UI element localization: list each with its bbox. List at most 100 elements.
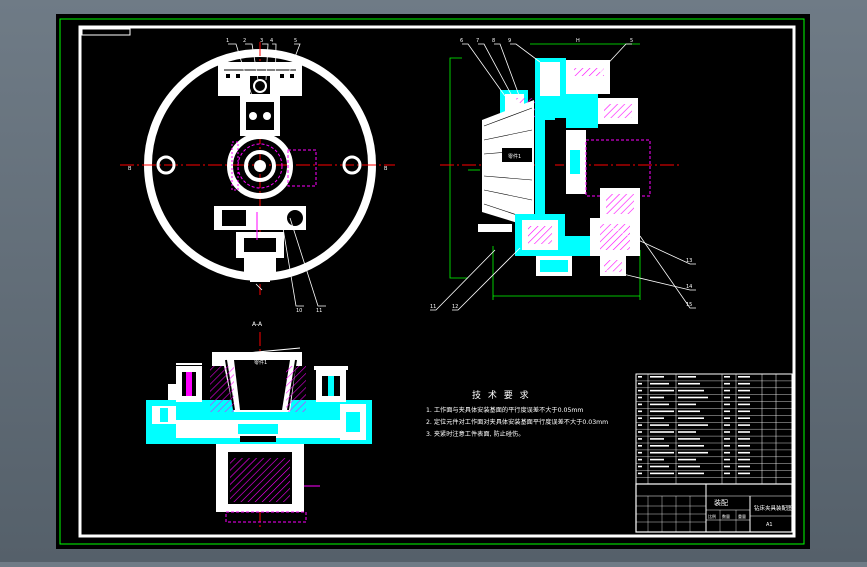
svg-text:5: 5 [294,38,297,44]
parts-cell-mark [738,403,750,406]
parts-cell-mark [738,389,750,392]
parts-cell-mark [650,458,664,461]
parts-cell-mark [650,465,669,468]
parts-cell-mark [650,445,669,447]
svg-text:6: 6 [460,38,463,44]
parts-cell-mark [650,438,664,440]
svg-text:4: 4 [270,38,273,44]
parts-list [635,373,793,485]
parts-cell-mark [678,410,700,413]
tech-req-item: 1. 工作面与夹具体安装基面的平行度误差不大于0.05mm [426,406,583,414]
parts-cell-mark [638,424,642,426]
parts-cell-mark [678,458,696,461]
svg-text:2: 2 [243,38,246,44]
parts-cell-mark [724,417,730,419]
parts-cell-mark [638,396,642,399]
parts-cell-mark [638,451,642,454]
svg-text:B: B [384,166,388,172]
svg-text:13: 13 [686,258,692,264]
corner-stamp [81,28,131,36]
parts-cell-mark [638,417,642,419]
parts-cell-mark [678,465,700,468]
parts-cell-mark [638,376,642,378]
svg-text:12: 12 [452,304,458,310]
parts-cell-mark [738,382,750,385]
svg-text:7: 7 [476,38,479,44]
svg-text:3: 3 [260,38,263,44]
title-block-sheet: A1 [766,522,773,528]
parts-cell-mark [678,403,696,406]
parts-cell-mark [638,472,642,475]
parts-cell-mark [650,431,674,433]
parts-cell-mark [738,472,750,475]
parts-cell-mark [738,451,750,454]
parts-cell-mark [678,438,700,440]
parts-cell-mark [678,445,704,447]
parts-cell-mark [650,417,664,419]
inner-frame [78,25,796,538]
parts-cell-mark [724,458,730,461]
parts-cell-mark [724,376,730,378]
parts-cell-mark [650,403,669,406]
parts-cell-mark [638,458,642,461]
parts-cell-mark [678,396,708,399]
parts-cell-mark [738,445,750,447]
parts-cell-mark [638,382,642,385]
svg-text:8: 8 [492,38,495,44]
parts-cell-mark [678,376,696,378]
title-block-weight: 重量 [738,513,746,519]
parts-cell-mark [724,438,730,440]
title-block-drawing-name: 钻床夹具装配图 [754,504,793,512]
tech-req-item: 3. 夹紧时注意工件表面, 防止碰伤。 [426,430,524,438]
parts-cell-mark [738,438,750,440]
parts-cell-mark [724,389,730,392]
parts-cell-mark [724,410,730,413]
parts-cell-mark [638,438,642,440]
parts-cell-mark [650,472,674,475]
parts-cell-mark [678,389,704,392]
parts-cell-mark [650,410,674,413]
parts-cell-mark [738,396,750,399]
parts-cell-mark [724,424,730,426]
title-block-scale: 比例 [708,513,716,519]
svg-text:零件1: 零件1 [254,359,267,366]
parts-cell-mark [724,451,730,454]
parts-cell-mark [738,465,750,468]
parts-cell-mark [738,410,750,413]
parts-cell-mark [738,376,750,378]
parts-cell-mark [650,382,669,385]
parts-cell-mark [724,472,730,475]
svg-text:H: H [576,38,580,44]
title-block: 装配 钻床夹具装配图 A1 比例 数量 重量 [635,483,793,533]
parts-cell-mark [650,451,674,454]
svg-text:零件1: 零件1 [508,153,521,160]
front-section-view[interactable]: A-A 零件1 [146,321,372,530]
side-section-view[interactable]: 6 7 8 9 5 H 13 14 15 11 12 零件1 [430,38,696,311]
title-block-material: 装配 [714,498,728,507]
parts-cell-mark [638,389,642,392]
parts-cell-mark [678,424,708,426]
outer-frame [59,18,805,545]
svg-text:14: 14 [686,284,692,290]
parts-cell-mark [678,417,704,419]
svg-text:9: 9 [508,38,511,44]
parts-cell-mark [724,445,730,447]
parts-cell-mark [738,424,750,426]
svg-text:B: B [128,166,132,172]
parts-cell-mark [650,376,664,378]
parts-cell-mark [638,445,642,447]
parts-cell-mark [650,389,674,392]
parts-cell-mark [638,431,642,433]
section-label: A-A [252,321,263,328]
parts-cell-mark [678,472,704,475]
svg-text:11: 11 [316,308,322,314]
parts-cell-mark [650,424,669,426]
parts-cell-mark [724,382,730,385]
svg-text:15: 15 [686,302,692,308]
tech-req-heading: 技 术 要 求 [472,389,531,401]
svg-text:5: 5 [630,38,633,44]
svg-text:11: 11 [430,304,436,310]
parts-cell-mark [638,465,642,468]
